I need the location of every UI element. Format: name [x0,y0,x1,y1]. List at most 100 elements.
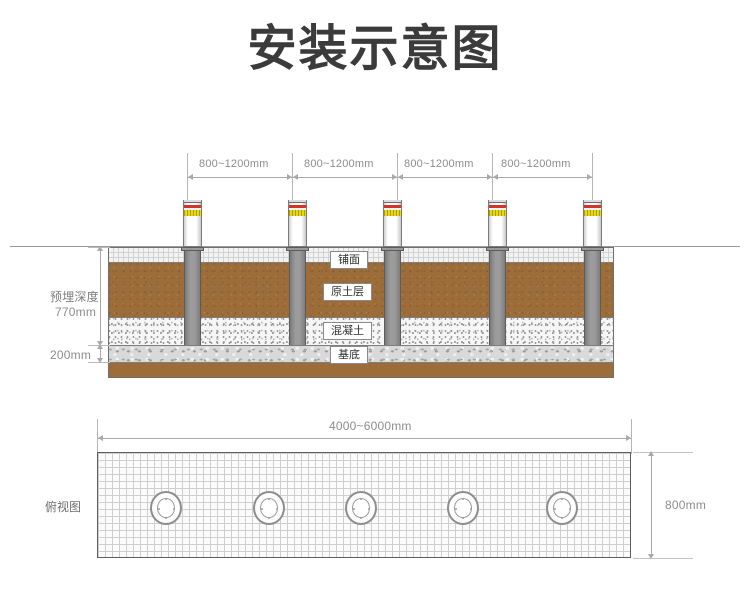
sleeve-flange [486,247,509,251]
layer-label-base: 基底 [330,346,368,364]
spacing-dim-label-4: 800~1200mm [501,158,571,170]
plan-hole-bolt [261,508,263,510]
plan-hole-bolt [268,498,270,500]
plan-hole-bolt [569,508,571,510]
dim-arrow-up [97,246,103,251]
dim-arrow-down [97,341,103,346]
dim-arrow-left [98,435,103,441]
layer-bottom-soil [108,362,614,378]
dim-tick [592,153,593,201]
ground-line [10,246,740,247]
bollard-red-stripe [289,205,306,208]
dim-extension [633,452,693,453]
bollard-yellow-stripe [489,210,506,216]
spacing-dim-label-3: 800~1200mm [404,158,474,170]
plan-hole-bolt [158,508,160,510]
plan-hole-bolt [561,498,563,500]
depth-dim-name: 预埋深度 [50,290,99,304]
bollard-sleeve [584,250,601,345]
plan-hole-bolt [470,508,472,510]
sleeve-flange [581,247,604,251]
bollard-top-cap [489,200,506,203]
bollard-white-gap [489,208,506,210]
bollard-yellow-stripe [184,210,201,216]
sleeve-flange [381,247,404,251]
spacing-dim-label-1: 800~1200mm [199,158,269,170]
plan-width-dim-label: 4000~6000mm [329,419,412,433]
bollard-red-stripe [584,205,601,208]
bollard-post [583,200,602,247]
page-title: 安装示意图 [247,20,503,77]
height-dim-line [651,453,652,557]
bollard-yellow-stripe [584,210,601,216]
dim-tick [187,153,188,201]
plan-hole-bolt [462,517,464,519]
layer-label-concrete: 混凝土 [323,322,372,340]
bollard-yellow-stripe [289,210,306,216]
strata-divider [108,317,614,318]
bollard-white-gap [184,208,201,210]
dim-arrow-right [392,174,397,180]
bollard-post [183,200,202,247]
bollard-top-cap [184,200,201,203]
plan-hole-bolt [561,517,563,519]
plan-hole-bolt [353,508,355,510]
plan-view: 4000~6000mm [0,400,750,600]
bollard-yellow-stripe [384,210,401,216]
plan-bollard-hole [447,491,479,525]
dim-line [188,177,292,178]
dim-arrow-right [626,435,631,441]
dim-line [293,177,397,178]
dim-tick [292,153,293,201]
bollard-white-gap [384,208,401,210]
base-dim-line [100,346,101,361]
bollard-white-gap [584,208,601,210]
plan-hole-bolt [268,517,270,519]
bollard-post [383,200,402,247]
plan-hole-bolt [173,508,175,510]
dim-line [398,177,492,178]
depth-dim-value: 770mm [55,305,97,319]
sleeve-flange [286,247,309,251]
dim-arrow-right [487,174,492,180]
dim-arrow-down [648,554,654,559]
plan-hole-bolt [368,508,370,510]
bollard-red-stripe [384,205,401,208]
dim-tick [397,153,398,201]
dim-tick [97,419,98,454]
plan-hole-bolt [165,517,167,519]
sleeve-flange [181,247,204,251]
dim-extension [633,558,693,559]
dim-arrow-up [97,344,103,349]
plan-hole-bolt [360,498,362,500]
dim-tick [492,153,493,201]
plan-hole-bolt [165,498,167,500]
dim-arrow-left [188,174,193,180]
plan-view-label: 俯视图 [45,500,82,514]
dim-arrow-right [587,174,592,180]
plan-bollard-hole [345,491,377,525]
dim-arrow-left [398,174,403,180]
plan-hole-bolt [360,517,362,519]
spacing-dim-label-2: 800~1200mm [304,158,374,170]
bollard-sleeve [289,250,306,345]
dim-arrow-left [293,174,298,180]
cross-section-view: 800~1200mm 800~1200mm 800~1200mm 800~120… [10,153,740,378]
bollard-top-cap [584,200,601,203]
strata-outline [108,247,614,378]
bollard-post [288,200,307,247]
dim-arrow-down [97,358,103,363]
bollard-sleeve [384,250,401,345]
dim-arrow-up [648,451,654,456]
plan-bollard-hole [546,491,578,525]
plan-bollard-hole [150,491,182,525]
dim-tick [631,419,632,454]
bollard-top-cap [289,200,306,203]
width-dim-line [98,438,631,439]
bollard-sleeve [489,250,506,345]
plan-bollard-hole [253,491,285,525]
depth-dim-line [100,248,101,344]
plan-hole-bolt [462,498,464,500]
plan-hole-bolt [554,508,556,510]
base-dim-value: 200mm [50,348,92,362]
